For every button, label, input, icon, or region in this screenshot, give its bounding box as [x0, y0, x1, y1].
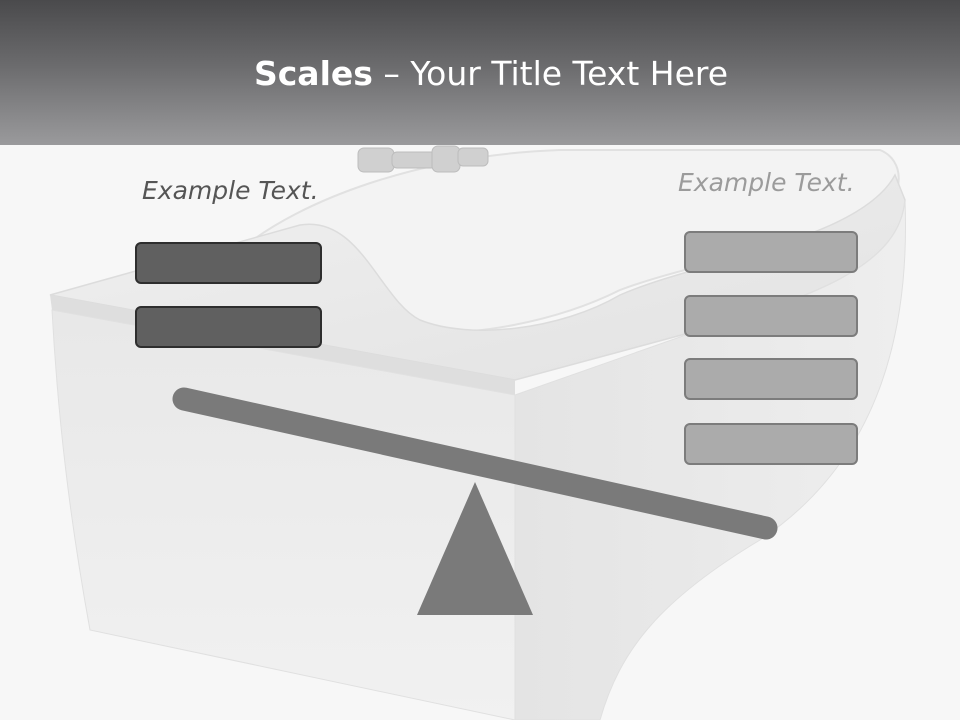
title-bold-part: Scales [253, 54, 373, 93]
right-weight-box [684, 231, 858, 273]
slide-title: Scales – Your Title Text Here [0, 52, 960, 96]
left-example-label: Example Text. [142, 176, 319, 205]
title-rest-part: – Your Title Text Here [372, 54, 729, 93]
scale-fulcrum [417, 482, 533, 615]
right-weight-box [684, 423, 858, 465]
header-band: Scales – Your Title Text Here [0, 0, 960, 145]
right-weight-box [684, 358, 858, 400]
left-weight-box [135, 306, 322, 348]
left-weight-box [135, 242, 322, 284]
right-example-label: Example Text. [678, 168, 855, 197]
scale-beam [172, 387, 778, 540]
right-weight-box [684, 295, 858, 337]
